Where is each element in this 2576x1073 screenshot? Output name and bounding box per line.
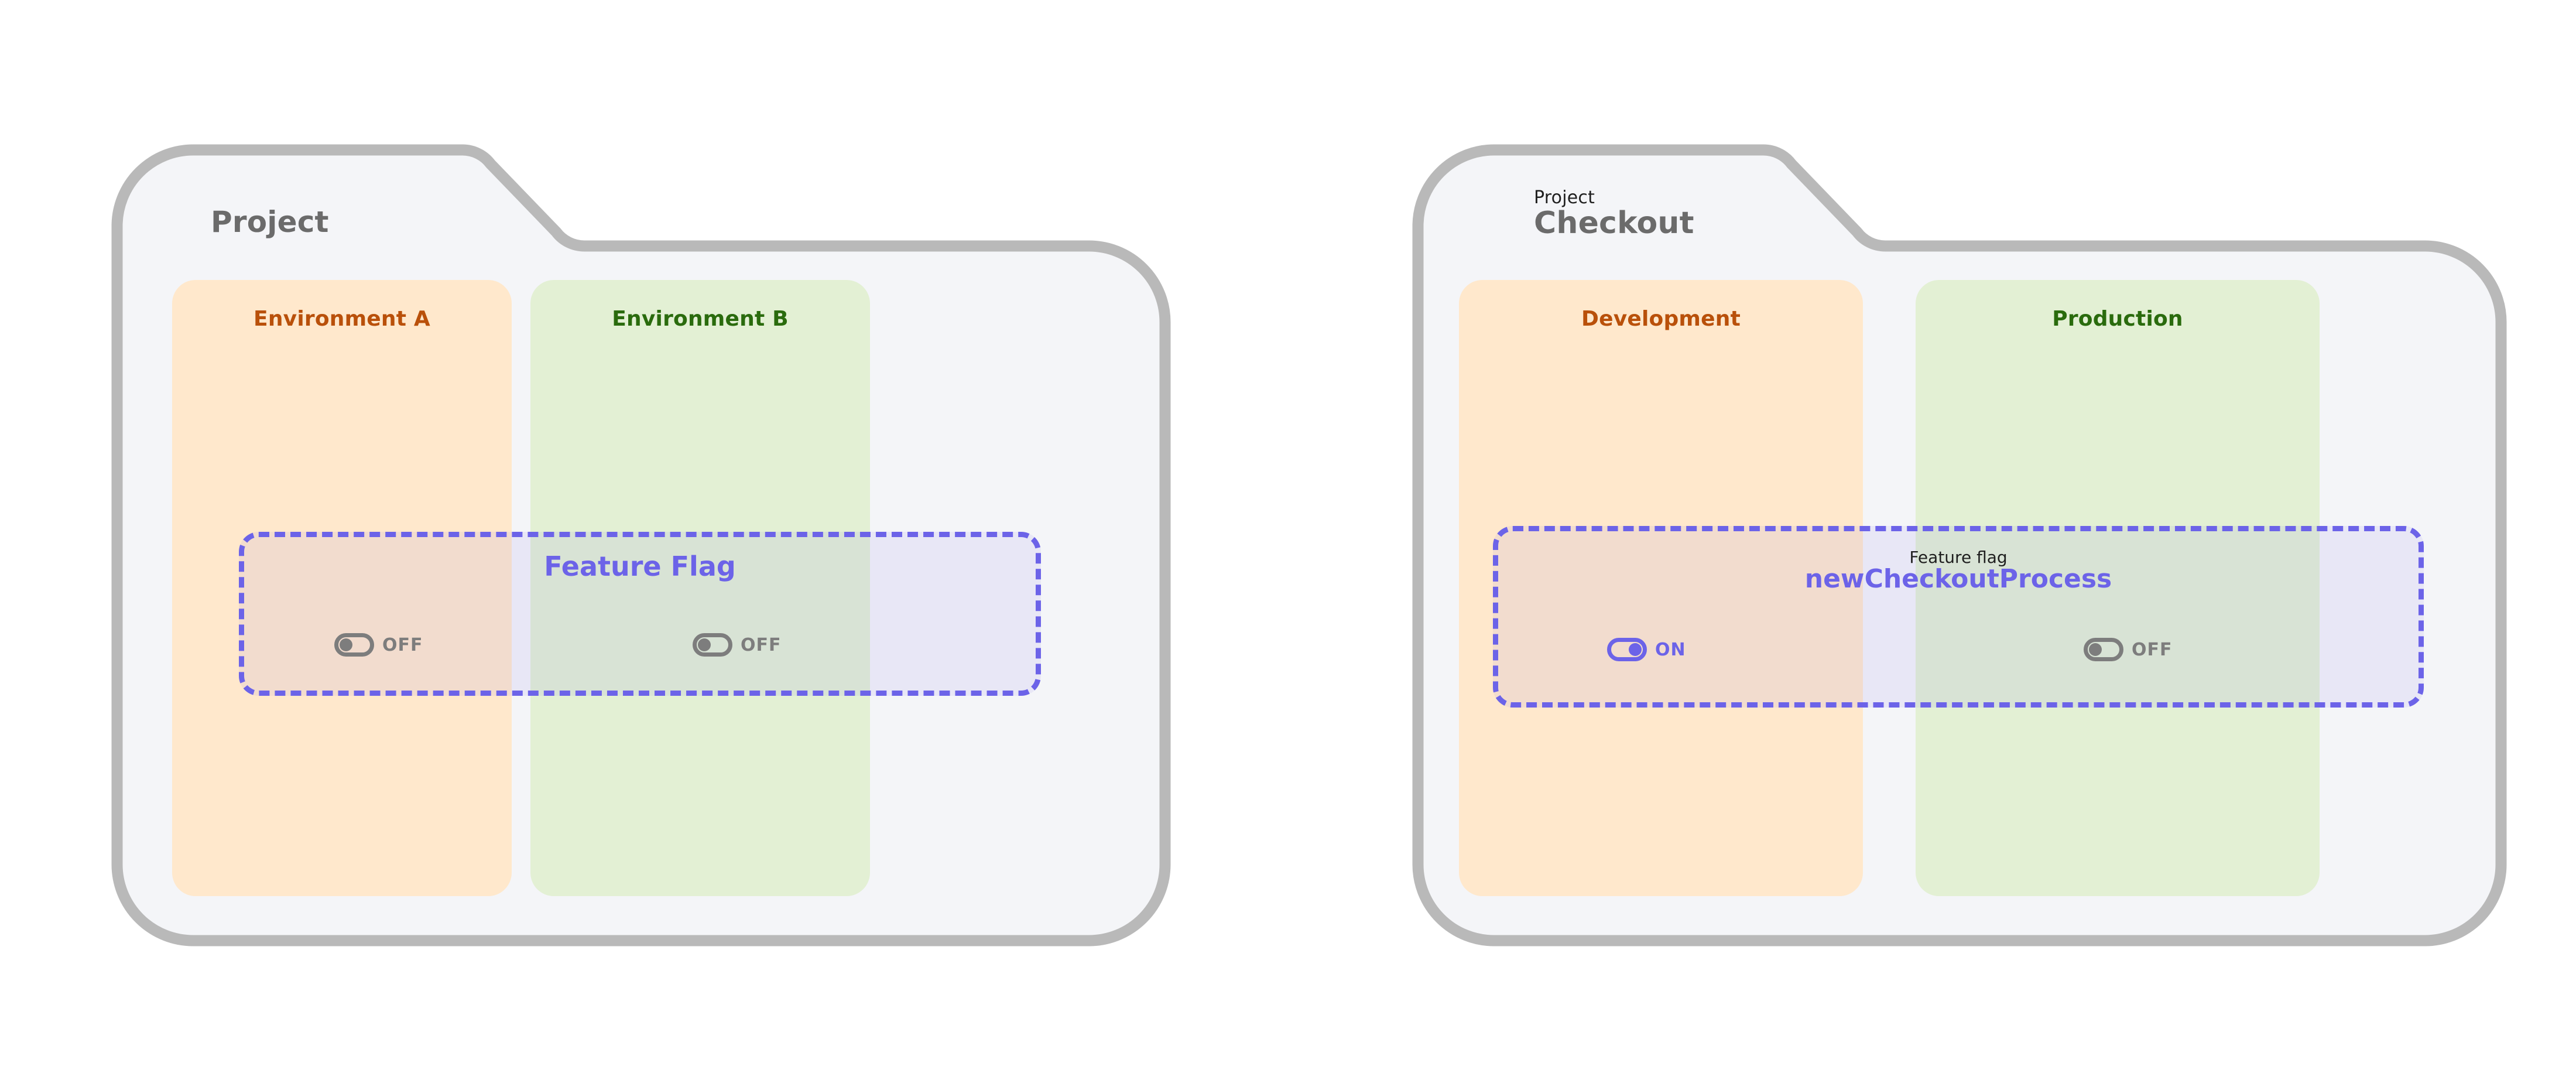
toggle-knob [2089,643,2102,656]
feature-flag-toggle-env-a[interactable]: OFF [334,633,423,657]
toggle-state-label: OFF [2132,639,2173,660]
environment-label-development: Development [1581,307,1741,331]
toggle-switch-on-icon[interactable] [1607,638,1647,661]
feature-flag-kicker: Feature flag [1909,548,2008,567]
feature-flag-heading: Feature flag newCheckoutProcess [1498,549,2419,593]
environment-card-env-b[interactable]: Environment B [530,280,870,896]
folder-title: Project [211,205,329,239]
folder-generic-project: Project Environment A Environment B Feat… [111,144,1177,946]
folder-kicker: Project [1534,187,1595,209]
environment-card-env-a[interactable]: Environment A [172,280,512,896]
feature-flag-overlay-generic[interactable]: Feature Flag OFF OFF [239,532,1041,696]
folder-header-checkout-project: Project Checkout [1534,155,1694,240]
feature-flag-overlay-checkout[interactable]: Feature flag newCheckoutProcess ON OFF [1493,526,2424,708]
feature-flag-toggle-production[interactable]: OFF [2084,638,2173,661]
feature-flag-name: Feature Flag [544,551,736,582]
toggle-state-label: ON [1655,639,1686,660]
toggle-knob [698,638,711,651]
environment-label-env-b: Environment B [612,307,789,331]
environment-card-development[interactable]: Development [1459,280,1863,896]
environment-card-production[interactable]: Production [1916,280,2320,896]
feature-flag-heading: Feature Flag [244,551,1036,582]
feature-flag-toggle-development[interactable]: ON [1607,638,1686,661]
toggle-switch-off-icon[interactable] [2084,638,2123,661]
toggle-state-label: OFF [382,634,423,655]
toggle-knob [1629,643,1642,656]
feature-flag-name: newCheckoutProcess [1804,564,2112,594]
folder-header-generic-project: Project [211,168,329,238]
folder-checkout-project: Project Checkout Development Production … [1412,144,2513,946]
environment-label-env-a: Environment A [254,307,430,331]
toggle-knob [340,638,352,651]
environment-label-production: Production [2052,307,2183,331]
folder-title: Checkout [1534,205,1694,241]
toggle-switch-off-icon[interactable] [693,633,732,657]
feature-flag-toggle-env-b[interactable]: OFF [693,633,782,657]
toggle-switch-off-icon[interactable] [334,633,374,657]
toggle-state-label: OFF [741,634,782,655]
